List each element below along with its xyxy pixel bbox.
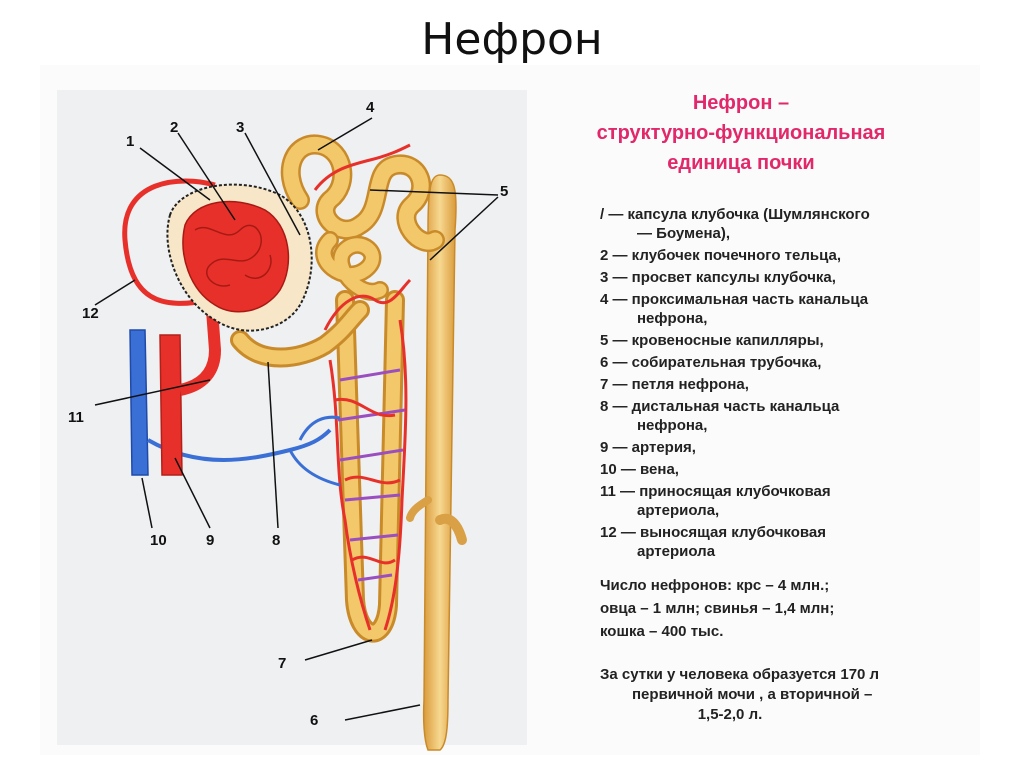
label-2: 2: [170, 119, 178, 136]
label-11: 11: [68, 409, 84, 426]
note-line-3: 1,5-2,0 л.: [697, 706, 763, 723]
legend-item-5: 5 — кровеносные капилляры,: [600, 332, 824, 349]
note-line-1: За сутки у человека образуется 170 л: [600, 666, 880, 683]
stats-line-2: овца – 1 млн; свинья – 1,4 млн;: [600, 600, 835, 617]
proximal-tubule: [280, 134, 445, 301]
label-4: 4: [366, 99, 375, 116]
loop-of-henle: [335, 290, 405, 643]
urine-note: За сутки у человека образуется 170 л пер…: [600, 665, 960, 725]
legend-item-7: 7 — петля нефрона,: [600, 376, 749, 393]
collecting-duct: [406, 174, 467, 751]
stats-line-3: кошка – 400 тыс.: [600, 623, 724, 640]
legend-item-1: / — капсула клубочка (Шумлянского— Боуме…: [600, 206, 870, 242]
distal-tubule: [230, 300, 370, 368]
vein: [129, 329, 341, 487]
note-line-2: первичной мочи , а вторичной –: [632, 686, 873, 703]
heading-line-1: Нефрон –: [692, 92, 790, 114]
legend-item-10: 10 — вена,: [600, 461, 679, 478]
nephron-count-stats: Число нефронов: крс – 4 млн.; овца – 1 м…: [600, 574, 960, 643]
leader-lines: [94, 117, 499, 721]
stats-line-1: Число нефронов: крс – 4 млн.;: [600, 577, 830, 594]
label-5: 5: [500, 183, 508, 200]
legend-item-2: 2 — клубочек почечного тельца,: [600, 247, 842, 264]
heading: Нефрон – структурно-функциональная едини…: [535, 88, 947, 178]
heading-line-2: структурно-функциональная: [596, 122, 886, 144]
legend-item-9: 9 — артерия,: [600, 439, 696, 456]
label-1: 1: [126, 133, 134, 150]
efferent-arteriole: [122, 178, 216, 306]
label-9: 9: [206, 532, 214, 549]
label-3: 3: [236, 119, 244, 136]
label-10: 10: [150, 532, 167, 549]
heading-line-3: единица почки: [667, 152, 815, 174]
label-8: 8: [272, 532, 280, 549]
label-6: 6: [310, 712, 318, 729]
legend-item-6: 6 — собирательная трубочка,: [600, 354, 822, 371]
label-7: 7: [278, 655, 286, 672]
capillary-network: [313, 143, 412, 631]
legend-item-3: 3 — просвет капсулы клубочка,: [600, 269, 836, 286]
label-12: 12: [82, 305, 99, 322]
artery: [159, 309, 222, 476]
slide-title: Нефрон: [421, 14, 603, 65]
legend: / — капсула клубочка (Шумлянского— Боуме…: [600, 205, 960, 564]
glomerulus: [182, 200, 290, 313]
